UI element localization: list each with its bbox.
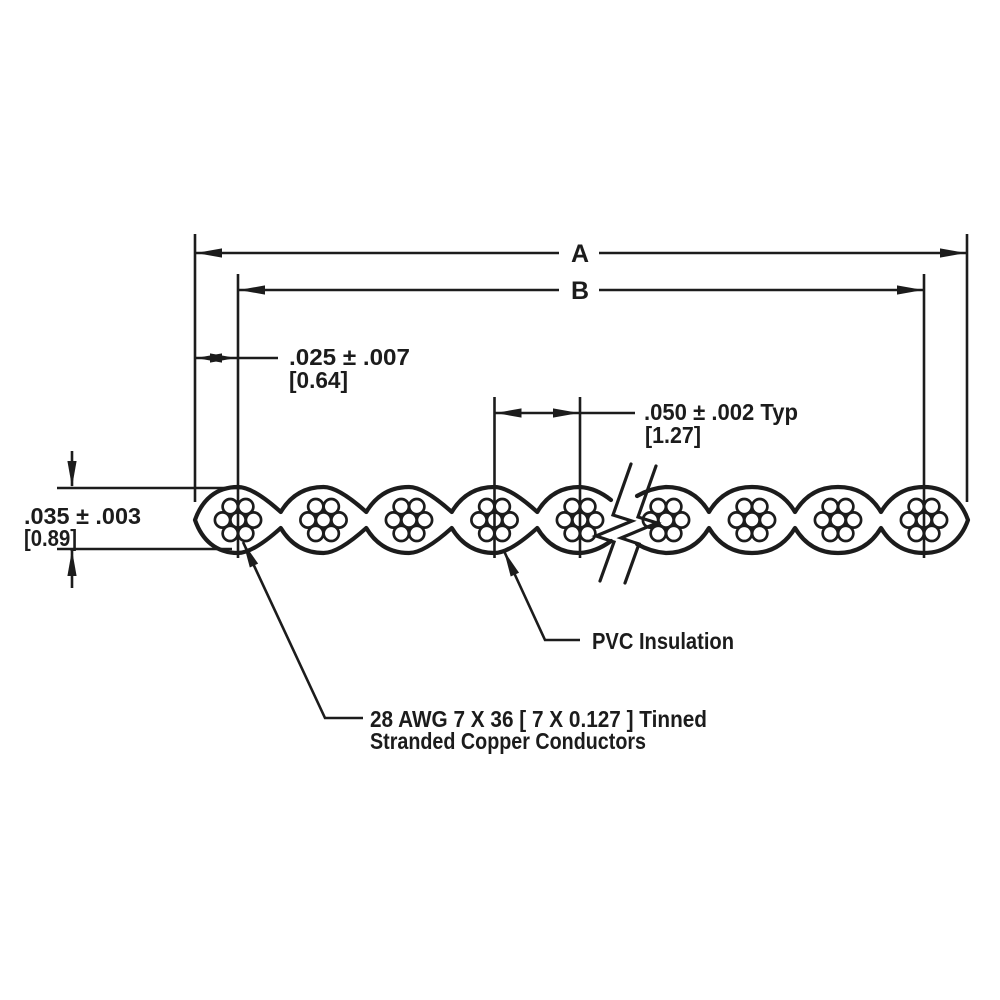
dimension-thickness: .035 ± .003 [0.89] <box>24 451 243 588</box>
arrowhead-thickness-bottom <box>67 550 77 576</box>
conductor-label-line2: Stranded Copper Conductors <box>370 728 646 754</box>
dim-thickness-inches: .035 ± .003 <box>24 503 141 529</box>
dimension-a: A <box>193 234 969 502</box>
callout-pvc-insulation: PVC Insulation <box>499 549 734 654</box>
arrowhead-b-left <box>239 285 265 295</box>
leader-conductor <box>241 541 363 720</box>
conductor-8 <box>813 497 863 543</box>
arrowhead-b-right <box>897 285 923 295</box>
cable-insulation-outline-right <box>634 484 971 556</box>
arrowhead-pitch-left <box>495 408 522 418</box>
dim-edge-margin-mm: [0.64] <box>289 367 348 393</box>
dim-b-label: B <box>571 277 589 305</box>
conductor-7 <box>727 497 777 543</box>
arrowhead-thickness-top <box>67 461 77 487</box>
conductor-2 <box>299 497 348 543</box>
callout-conductor: 28 AWG 7 X 36 [ 7 X 0.127 ] Tinned Stran… <box>238 540 707 754</box>
cable-cross-section <box>192 462 971 585</box>
conductor-label-line1: 28 AWG 7 X 36 [ 7 X 0.127 ] Tinned <box>370 706 707 732</box>
arrowhead-a-left <box>196 248 222 258</box>
dim-a-label: A <box>571 240 589 268</box>
arrowhead-edge-margin-right <box>210 353 236 363</box>
dimension-b: B <box>236 274 926 558</box>
break-line-left <box>591 462 637 583</box>
arrowhead-pitch-right <box>553 408 579 418</box>
pvc-insulation-label: PVC Insulation <box>592 628 734 654</box>
dim-pitch-inches: .050 ± .002 Typ <box>644 399 798 425</box>
dimension-pitch: .050 ± .002 Typ [1.27] <box>493 397 798 558</box>
dim-pitch-mm: [1.27] <box>645 422 701 448</box>
dim-thickness-mm: [0.89] <box>24 525 77 551</box>
leader-pvc-insulation <box>502 550 580 642</box>
break-line-right <box>616 464 662 585</box>
dimension-edge-margin: .025 ± .007 [0.64] <box>195 344 410 393</box>
conductor-3 <box>384 497 434 543</box>
dim-edge-margin-inches: .025 ± .007 <box>289 344 410 370</box>
break-symbol <box>591 462 662 585</box>
arrowhead-a-right <box>940 248 966 258</box>
